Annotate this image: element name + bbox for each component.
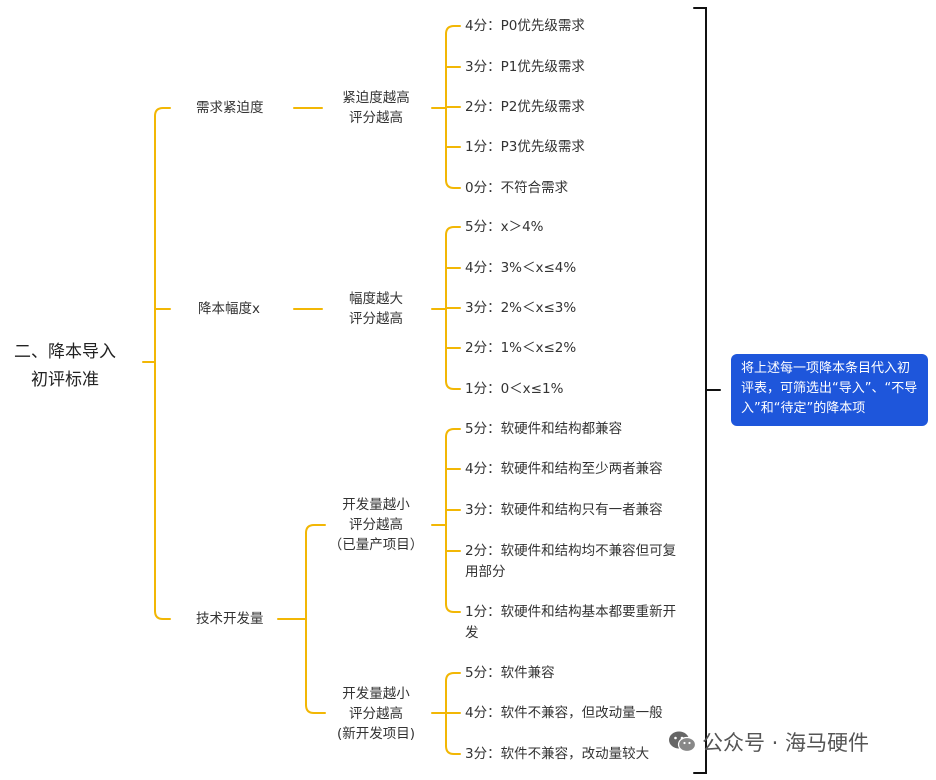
rule-cost-line2: 评分越高: [349, 311, 403, 327]
branch-urgency: 需求紧迫度: [196, 100, 264, 116]
rule-urgency: 紧迫度越高 评分越高: [321, 88, 431, 128]
leaf-dev1-1: 1分：软硬件和结构基本都要重新开发: [465, 604, 677, 641]
rule-dev-mass-production: 开发量越小 评分越高 （已量产项目）: [321, 495, 431, 555]
dev2-leaves-arm-2: [445, 745, 461, 755]
rule-dev1-line1: 开发量越小: [342, 497, 410, 513]
root-title-line2: 初评标准: [31, 370, 99, 390]
leaf-dev2-5: 5分：软件兼容: [465, 665, 555, 681]
branch-cost-reduction: 降本幅度x: [198, 301, 260, 317]
root-bracket-arm-2: [154, 610, 171, 620]
rule-urgency-line1: 紧迫度越高: [342, 90, 410, 106]
cost-leaves-arm-0: [445, 226, 461, 236]
root-title-line1: 二、降本导入: [14, 342, 116, 362]
rule-dev1-line2: 评分越高: [349, 517, 403, 533]
leaf-dev1-3: 3分：软硬件和结构只有一者兼容: [465, 502, 663, 518]
watermark-text: 公众号 · 海马硬件: [702, 731, 870, 755]
leaf-dev1-4: 4分：软硬件和结构至少两者兼容: [465, 461, 663, 477]
dev1-leaves-arm-0: [445, 428, 461, 438]
leaf-dev2-4: 4分：软件不兼容，但改动量一般: [465, 705, 663, 721]
root-node: 二、降本导入 初评标准: [0, 338, 130, 394]
rule-cost-reduction: 幅度越大 评分越高: [321, 289, 431, 329]
rule-dev1-line3: （已量产项目）: [328, 537, 424, 553]
branch-dev-effort: 技术开发量: [196, 611, 264, 627]
leaf-cost-2: 2分：1%＜x≤2%: [465, 340, 577, 356]
dev1-leaves-arm-4: [445, 603, 461, 613]
rule-dev-new-project: 开发量越小 评分越高 (新开发项目): [321, 684, 431, 744]
rule-dev2-line3: (新开发项目): [336, 726, 416, 742]
rule-urgency-line2: 评分越高: [349, 110, 403, 126]
rule-dev2-line2: 评分越高: [349, 706, 403, 722]
leaf-urgency-1: 1分：P3优先级需求: [465, 139, 585, 155]
leaf-urgency-4: 4分：P0优先级需求: [465, 18, 585, 34]
wechat-icon: [669, 731, 696, 753]
urgency-leaves-arm-4: [445, 179, 461, 189]
summary-note: 将上述每一项降本条目代入初评表，可筛选出“导入”、“不导入”和“待定”的降本项: [731, 354, 928, 426]
urgency-leaves-arm-0: [445, 25, 461, 35]
leaf-urgency-3: 3分：P1优先级需求: [465, 59, 585, 75]
summary-bracket: [693, 7, 707, 774]
rule-dev2-line1: 开发量越小: [342, 686, 410, 702]
dev2-leaves-arm-0: [445, 672, 461, 682]
leaf-urgency-0: 0分：不符合需求: [465, 180, 569, 196]
leaf-cost-5: 5分：x＞4%: [465, 219, 544, 235]
dev-bracket-arm-0: [305, 524, 326, 534]
leaf-dev1-2: 2分：软硬件和结构均不兼容但可复用部分: [465, 543, 677, 580]
leaf-dev2-3: 3分：软件不兼容，改动量较大: [465, 746, 650, 762]
rule-cost-line1: 幅度越大: [349, 291, 403, 307]
leaf-dev1-5: 5分：软硬件和结构都兼容: [465, 421, 623, 437]
leaf-cost-4: 4分：3%＜x≤4%: [465, 260, 577, 276]
root-bracket-arm-0: [154, 107, 171, 117]
dev-bracket-arm-1: [305, 704, 326, 714]
cost-leaves-arm-4: [445, 380, 461, 390]
leaf-cost-3: 3分：2%＜x≤3%: [465, 300, 577, 316]
leaf-urgency-2: 2分：P2优先级需求: [465, 99, 585, 115]
leaf-cost-1: 1分：0＜x≤1%: [465, 381, 564, 397]
watermark: 公众号 · 海马硬件: [668, 727, 869, 757]
